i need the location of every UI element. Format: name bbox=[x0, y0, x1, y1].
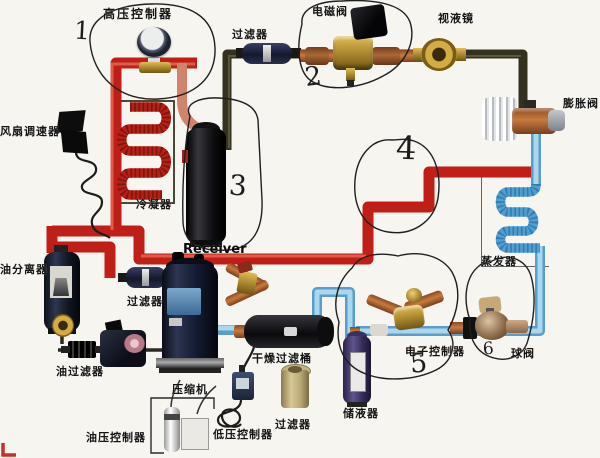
oil-filter-stub-left bbox=[61, 346, 70, 353]
econtroller-fitting-white bbox=[370, 324, 388, 336]
compressor-base-flange bbox=[156, 358, 224, 368]
drying-filter-nozzle bbox=[234, 325, 247, 338]
solenoid-fitting-left bbox=[305, 47, 329, 65]
filter-mid-stub-left bbox=[118, 273, 128, 282]
compressor-body bbox=[162, 264, 218, 364]
filter-top-body bbox=[242, 43, 292, 64]
label-fan-speed-controller: 风扇调速器 bbox=[0, 125, 60, 138]
solenoid-fitting-right bbox=[372, 47, 400, 65]
label-oil-filter: 油过滤器 bbox=[56, 365, 104, 378]
annotation-number-4: 4 bbox=[395, 128, 418, 168]
fan-controller-wire bbox=[74, 151, 111, 239]
label-filter-top: 过滤器 bbox=[232, 28, 268, 41]
pressure-gauge-icon bbox=[137, 27, 171, 57]
annotation-number-3: 3 bbox=[227, 168, 248, 203]
oil-filter-stub-right bbox=[95, 346, 103, 353]
label-evaporator: 蒸发器 bbox=[481, 255, 517, 268]
filter-top-band bbox=[263, 45, 271, 62]
annotation-number-1: 1 bbox=[73, 15, 91, 46]
evaporator-frame bbox=[481, 170, 549, 267]
label-receiver: Receiver bbox=[183, 242, 247, 257]
label-drying-filter-barrel: 干燥过滤桶 bbox=[252, 352, 312, 365]
accumulator-base bbox=[347, 402, 367, 407]
filter-top-stub-right bbox=[289, 48, 301, 58]
lpc-face bbox=[236, 378, 249, 389]
opc-cylinder-band bbox=[164, 414, 180, 420]
label-filter-bottom: 过滤器 bbox=[275, 418, 311, 431]
ball-valve-body bbox=[475, 311, 509, 340]
gauge-tee-fitting bbox=[139, 62, 171, 73]
annotation-circle-3 bbox=[182, 97, 263, 252]
annotation-circle-6 bbox=[465, 256, 535, 360]
annotation-circle-1 bbox=[89, 3, 216, 100]
opc-cylinder bbox=[164, 407, 180, 452]
label-expansion-valve: 膨胀阀 bbox=[563, 97, 599, 110]
corner-mark bbox=[1, 443, 16, 457]
label-low-pressure-controller: 低压控制器 bbox=[213, 428, 273, 441]
econtroller-cap bbox=[406, 288, 422, 303]
sight-glass-icon bbox=[421, 38, 457, 71]
annotation-circle-4 bbox=[354, 138, 440, 234]
drying-filter-label-dot bbox=[284, 327, 297, 336]
label-filter-mid: 过滤器 bbox=[127, 295, 163, 308]
annotation-number-2: 2 bbox=[303, 61, 324, 93]
compressor-feet bbox=[159, 368, 221, 373]
accumulator-sight-window bbox=[350, 352, 366, 392]
ball-valve-stub-left bbox=[450, 322, 466, 334]
ball-valve-stub-right bbox=[506, 320, 528, 333]
oil-separator-label-patch bbox=[50, 266, 72, 298]
opc-bracket-line bbox=[150, 397, 215, 454]
label-compressor: 压缩机 bbox=[172, 383, 208, 396]
annotation-number-6: 6 bbox=[482, 338, 495, 360]
label-sight-glass: 视液镜 bbox=[438, 12, 474, 25]
label-accumulator: 储液器 bbox=[343, 407, 379, 420]
annotation-circle-5 bbox=[335, 253, 459, 380]
compressor-sticker bbox=[169, 318, 182, 326]
drying-filter-end-cap bbox=[317, 317, 334, 346]
expansion-valve-cap bbox=[548, 110, 565, 131]
solenoid-bottom-tip bbox=[347, 80, 354, 86]
label-electronic-controller: 电子控制器 bbox=[405, 345, 465, 358]
condenser-coil-fins bbox=[117, 102, 171, 200]
expansion-valve-top-stub bbox=[524, 100, 536, 111]
filter-top-stub-left bbox=[236, 48, 246, 58]
opc-box bbox=[181, 418, 209, 450]
label-solenoid-valve: 电磁阀 bbox=[312, 5, 348, 18]
oil-separator-top-fitting bbox=[54, 245, 68, 255]
oil-pump-rotor bbox=[124, 334, 145, 353]
label-oil-pressure-controller: 油压控制器 bbox=[86, 431, 146, 444]
compressor-label-patch bbox=[167, 288, 201, 315]
oil-filter-body bbox=[68, 341, 96, 358]
oil-separator-body bbox=[44, 252, 80, 331]
filter-mid-band bbox=[142, 269, 149, 286]
evaporator-coil bbox=[495, 183, 541, 253]
filter-element-hole bbox=[288, 366, 302, 373]
oil-sight-glass-icon bbox=[52, 314, 74, 337]
oil-separator-label-graphic bbox=[53, 278, 69, 296]
label-ball-valve: 球阀 bbox=[511, 347, 535, 360]
accumulator-body bbox=[343, 336, 371, 404]
lpc-wire-coil bbox=[216, 399, 243, 428]
solenoid-bottom-stem bbox=[346, 68, 355, 81]
filter-element-body bbox=[281, 370, 309, 408]
filter-mid-body bbox=[126, 267, 166, 288]
receiver-body bbox=[186, 128, 226, 244]
lpc-body bbox=[232, 372, 254, 400]
label-oil-separator: 油分离器 bbox=[0, 263, 48, 276]
label-high-pressure-controller: 高压控制器 bbox=[103, 7, 174, 21]
annotation-circle-2 bbox=[298, 0, 413, 89]
label-condenser: 冷凝器 bbox=[136, 198, 172, 211]
lpc-stub bbox=[239, 365, 245, 374]
solenoid-valve-body bbox=[333, 36, 373, 70]
receiver-base bbox=[190, 240, 222, 247]
opc-wires bbox=[170, 379, 217, 415]
